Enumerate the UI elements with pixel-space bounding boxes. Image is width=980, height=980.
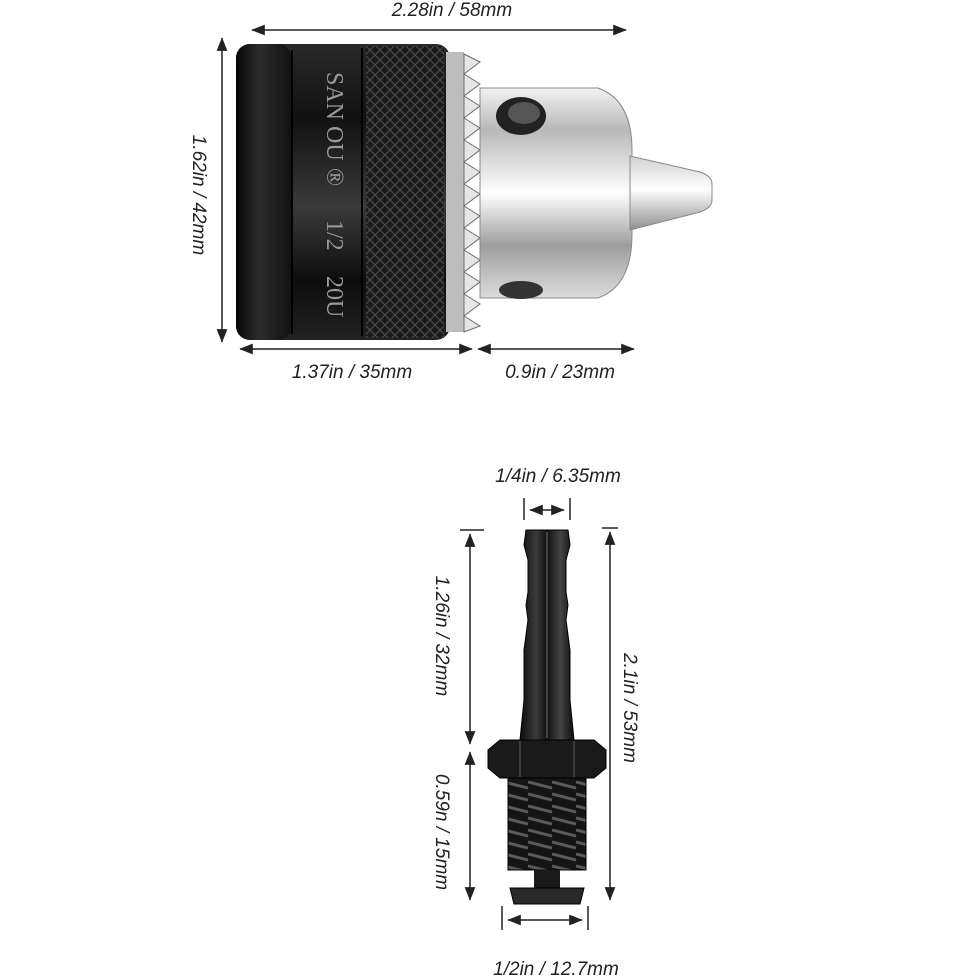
drill-chuck-illustration: SAN OU ® 1/2 20U [236, 44, 713, 340]
hex-shank-adapter-illustration [487, 529, 607, 905]
engraving-size: 1/2 [321, 220, 347, 251]
adapter-dimension-lines [460, 498, 618, 930]
adapter-flange [487, 739, 607, 779]
label-chuck-diameter: 1.62in / 42mm [188, 135, 209, 255]
engraving-code: 20U [321, 276, 347, 317]
registered-mark-icon: ® [321, 168, 347, 186]
label-thread-length: 0.59n / 15mm [431, 774, 452, 890]
label-hex-width: 1/4in / 6.35mm [495, 466, 621, 487]
knurled-grip [366, 46, 444, 338]
chuck-nose [629, 155, 713, 231]
chuck-key-hole-bottom [499, 281, 543, 299]
adapter-thread [507, 777, 587, 871]
label-adapter-total-length: 2.1in / 53mm [619, 652, 640, 763]
label-chuck-total-length: 2.28in / 58mm [391, 0, 512, 21]
label-thread-diameter: 1/2in / 12.7mm [493, 959, 619, 980]
label-chuck-nose-length: 0.9in / 23mm [505, 362, 615, 383]
chuck-steel-body [479, 87, 633, 299]
chuck-engraving: SAN OU ® 1/2 20U [321, 72, 347, 317]
label-chuck-body-length: 1.37in / 35mm [292, 362, 412, 383]
chuck-gear-teeth [446, 52, 482, 333]
label-hex-shank-length: 1.26in / 32mm [431, 576, 452, 696]
chuck-dimension-lines [216, 24, 635, 355]
adapter-screw-head [509, 887, 585, 905]
chuck-rear-rim [236, 44, 292, 340]
engraving-brand: SAN OU [321, 72, 347, 161]
